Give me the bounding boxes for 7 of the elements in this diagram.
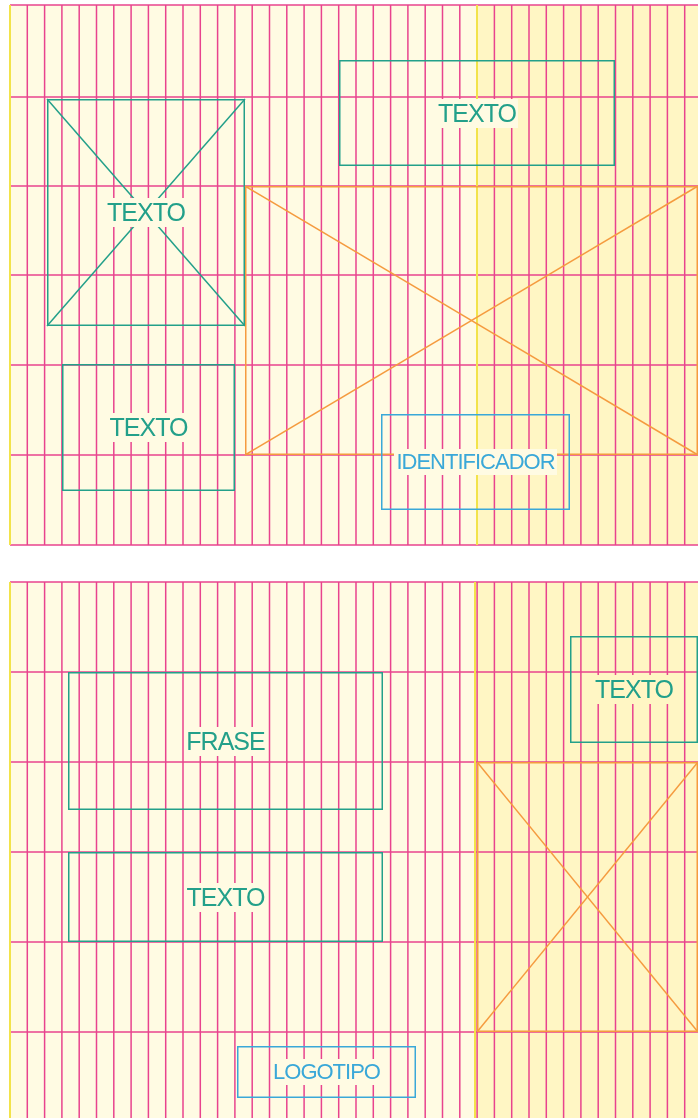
placeholder-label: IDENTIFICADOR (394, 449, 557, 475)
placeholder-label: TEXTO (107, 413, 190, 442)
placeholder-label: TEXTO (436, 98, 518, 128)
placeholder-label: LOGOTIPO (271, 1059, 382, 1085)
placeholder-label: TEXTO (593, 675, 675, 704)
placeholder-label: TEXTO (184, 882, 267, 912)
placeholder-label: TEXTO (105, 198, 187, 227)
